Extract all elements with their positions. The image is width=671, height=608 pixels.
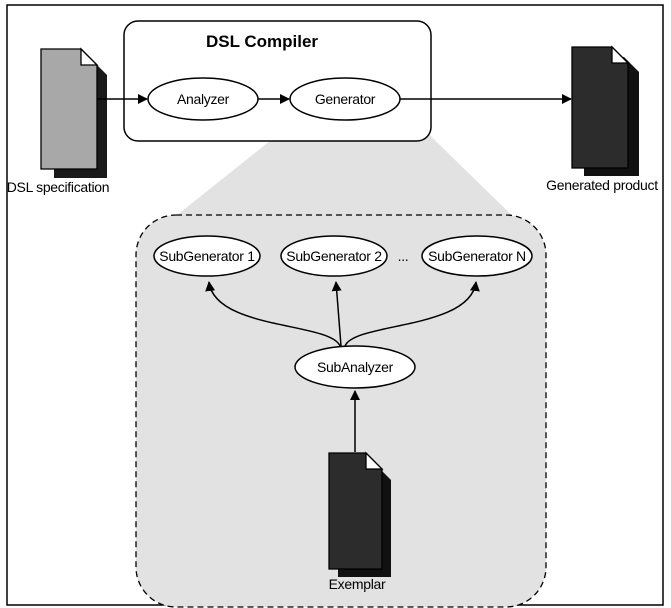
analyzer-label: Analyzer [177, 91, 230, 107]
dsl-spec-label: DSL specification [7, 179, 110, 195]
exemplar-document-icon [328, 451, 391, 577]
dsl-compiler-title: DSL Compiler [206, 32, 318, 51]
arrow-subanalyzer-to-subgenN [344, 281, 480, 347]
subgenerator-1-label: SubGenerator 1 [159, 248, 255, 264]
dsl-spec-document-icon [40, 47, 107, 178]
subanalyzer-label: SubAnalyzer [317, 359, 394, 375]
generated-product-label: Generated product [546, 177, 658, 193]
exemplar-label: Exemplar [329, 576, 386, 592]
subanalyzer-node [294, 345, 416, 389]
generated-product-document-icon [571, 45, 639, 176]
subgenerator-2-node [280, 235, 388, 277]
subgenerator-n-label: SubGenerator N [428, 248, 526, 264]
generator-label: Generator [315, 91, 376, 107]
subgenerator-n-node [421, 235, 533, 277]
subgenerator-ellipsis: ... [398, 248, 409, 264]
subgenerator-2-label: SubGenerator 2 [286, 248, 382, 264]
arrow-subanalyzer-to-subgen1 [205, 281, 341, 347]
expansion-shade [152, 113, 532, 235]
arrow-subanalyzer-to-subgen2 [331, 281, 342, 347]
subgenerator-1-node [153, 235, 261, 277]
